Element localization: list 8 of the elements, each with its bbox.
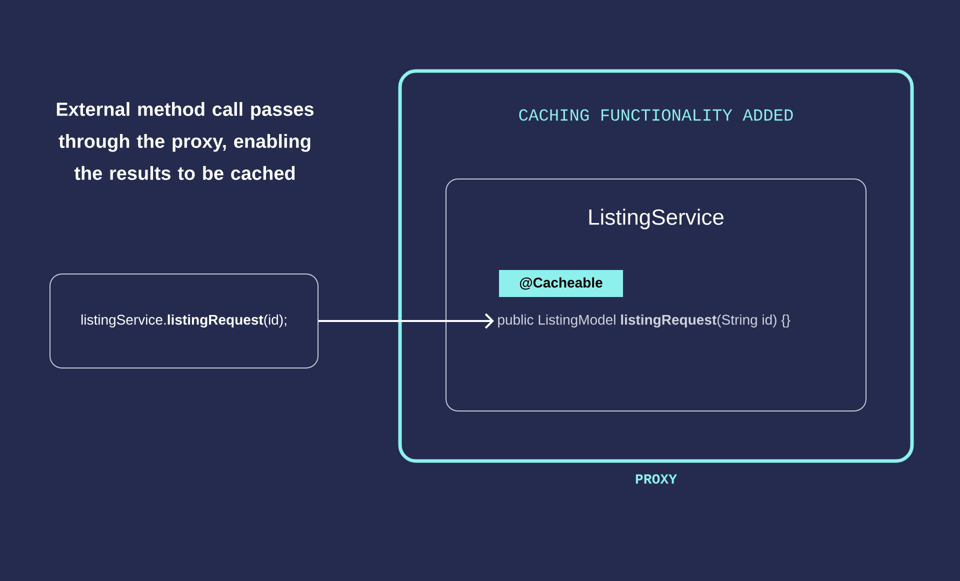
service-title: ListingService [589, 208, 724, 230]
method-signature: public ListingModel listingRequest(String id) {} [498, 314, 790, 328]
frame-caption: PROXY [636, 474, 677, 484]
caller-box: listingService.listingRequest(id); [50, 274, 318, 368]
description-text: External method call passes through the proxy, enabling the results to be cached [56, 102, 314, 180]
annotation-tag: @Cacheable [499, 270, 623, 297]
frame-heading: CACHING FUNCTIONALITY ADDED [519, 109, 793, 121]
arrow [318, 313, 494, 329]
